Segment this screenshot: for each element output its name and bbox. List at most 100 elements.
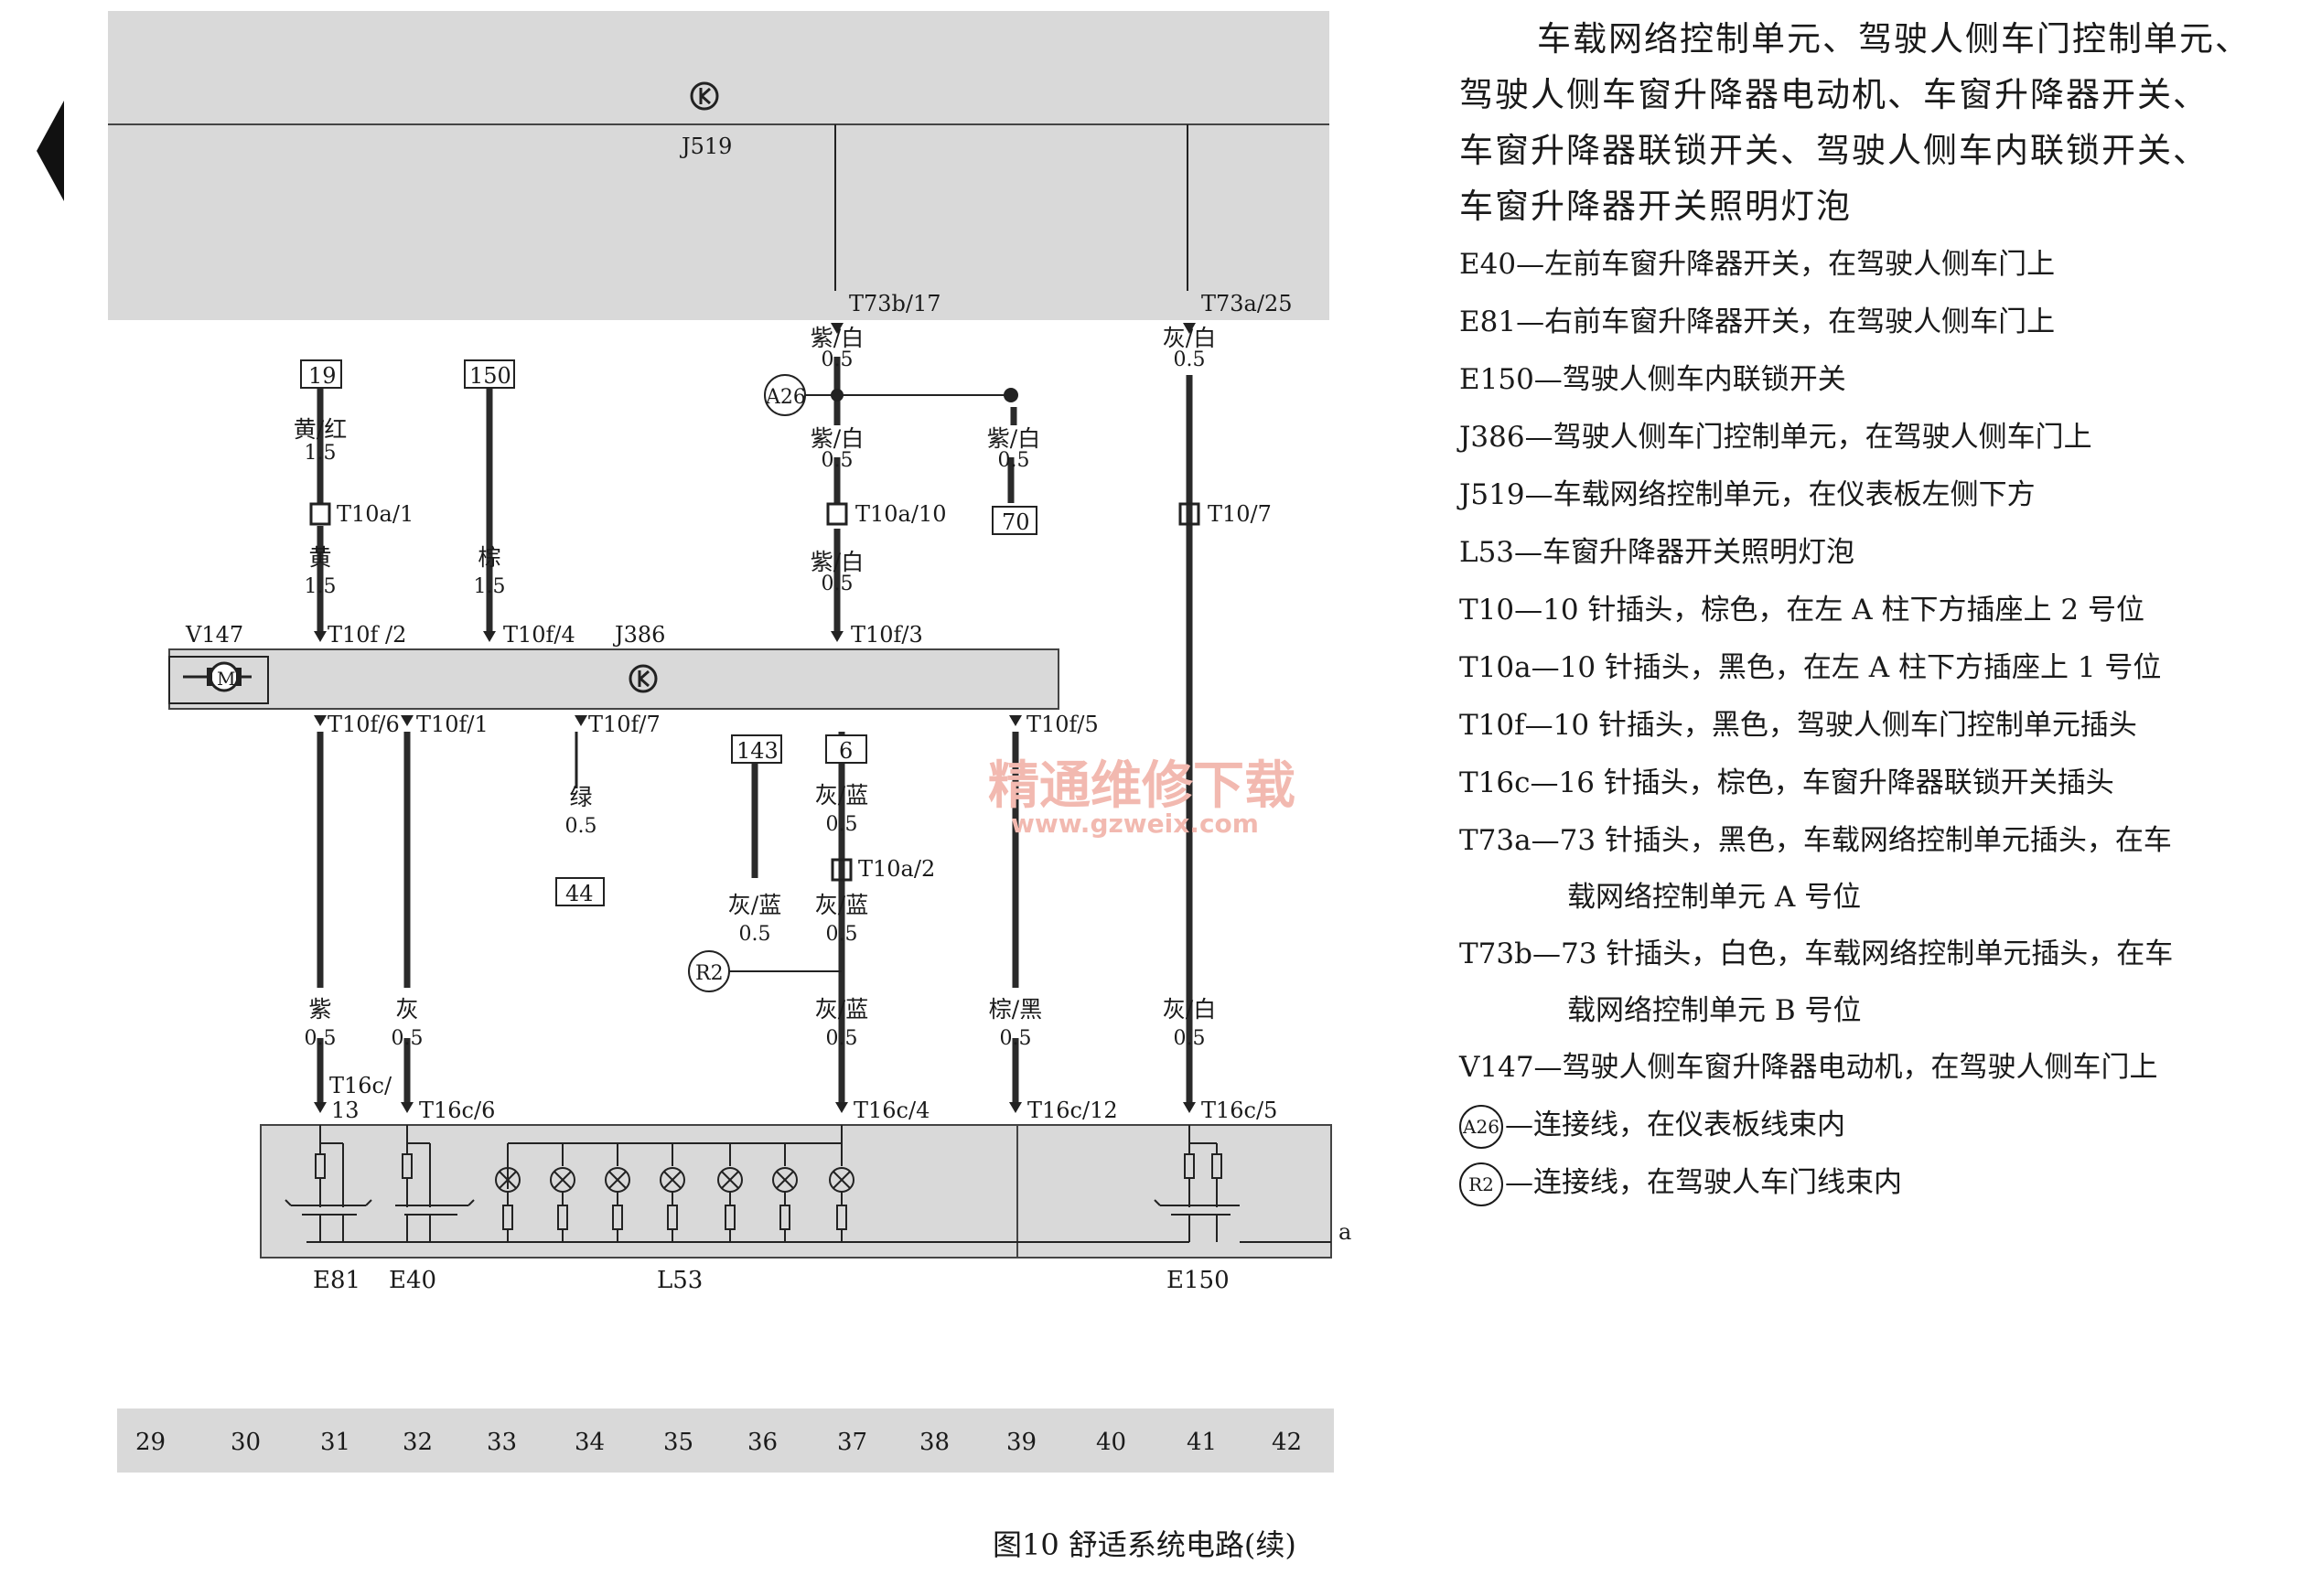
housing-connectors [309, 502, 1200, 882]
wire-size: 0.5 [1174, 1027, 1206, 1050]
wire-color: 棕/黑 [989, 996, 1042, 1023]
wire-size: 1.5 [305, 575, 337, 598]
grid-number: 33 [487, 1429, 517, 1456]
grid-number: 41 [1187, 1429, 1217, 1456]
wire-color: 黄/红 [294, 416, 347, 443]
legend-splice-r2: R2—连接线，在驾驶人车门线束内 [1459, 1154, 2292, 1212]
legend-line: T73b—73 针插头，白色，车载网络控制单元插头，在车 [1459, 937, 2174, 970]
j519-label: J519 [679, 134, 732, 159]
wire-color: 棕 [478, 544, 500, 571]
legend-item: E150—驾驶人侧车内联锁开关 [1459, 363, 1846, 396]
wire-size: 0.5 [1000, 1027, 1032, 1050]
j519-symbol-icon [690, 81, 719, 111]
ref-143: 143 [736, 738, 779, 764]
legend-item: J386—驾驶人侧车门控制单元，在驾驶人侧车门上 [1459, 421, 2092, 454]
connector-t10f-2: T10f /2 [328, 622, 406, 648]
grid-number: 36 [747, 1429, 778, 1456]
ref-70: 70 [1002, 509, 1030, 535]
splice-r2-icon: R2 [1459, 1162, 1503, 1206]
wire-color: 紫/白 [811, 549, 864, 575]
v147-label: V147 [185, 622, 243, 648]
legend-item: L53—车窗升降器开关照明灯泡 [1459, 536, 1855, 569]
grid-number: 40 [1096, 1429, 1126, 1456]
component-e40-label: E40 [389, 1267, 436, 1294]
legend-intro-line: 车窗升降器开关照明灯泡 [1459, 187, 1852, 226]
wire-size: 0.5 [822, 449, 854, 472]
wire-size: 0.5 [822, 348, 854, 371]
legend-intro-line: 驾驶人侧车窗升降器电动机、车窗升降器开关、 [1459, 75, 2209, 114]
switch-e81-icon [285, 1125, 372, 1242]
watermark-text: 精通维修下载 [988, 756, 1295, 816]
connector-t10f-4: T10f/4 [503, 622, 575, 648]
grid-number: 31 [320, 1429, 350, 1456]
wire-size: 0.5 [565, 815, 597, 838]
wire-size: 0.5 [392, 1027, 424, 1050]
wire-color: 黄 [308, 544, 331, 571]
connector-t16c-12: T16c/12 [1027, 1098, 1118, 1123]
wire-size: 0.5 [822, 573, 854, 595]
j519-block [108, 11, 1329, 320]
connector-t16c-6: T16c/6 [419, 1098, 495, 1123]
wire-size: 1.5 [305, 442, 337, 465]
legend-intro-line: 车窗升降器联锁开关、驾驶人侧车内联锁开关、 [1459, 131, 2209, 170]
connector-t73a-25: T73a/25 [1201, 291, 1292, 316]
figure-caption: 图10 舒适系统电路(续) [993, 1527, 1296, 1562]
connector-t10f-7: T10f/7 [588, 712, 661, 737]
grid-number-strip [117, 1409, 1334, 1473]
legend-line: 载网络控制单元 A 号位 [1567, 881, 1862, 914]
prev-page-arrow-icon[interactable] [37, 101, 64, 201]
ref-150: 150 [469, 363, 511, 389]
grid-number: 38 [919, 1429, 950, 1456]
grid-number: 35 [663, 1429, 693, 1456]
connector-t73b-17: T73b/17 [849, 291, 941, 316]
legend-item: T10a—10 针插头，黑色，在左 A 柱下方插座上 1 号位 [1459, 651, 2162, 684]
legend-item: T16c—16 针插头，棕色，车窗升降器联锁开关插头 [1459, 766, 2114, 799]
connector-t16c-13: T16c/ [329, 1073, 392, 1098]
connector-t10-7: T10/7 [1208, 501, 1272, 527]
ref-6: 6 [839, 738, 853, 764]
wire-size: 0.5 [1174, 348, 1206, 371]
connector-t10a-2: T10a/2 [858, 856, 935, 882]
component-e150-label: E150 [1166, 1267, 1230, 1294]
wire-color: 紫/白 [811, 425, 864, 452]
wire-color: 灰 [395, 996, 418, 1023]
grid-number: 29 [135, 1429, 166, 1456]
splice-r2-label: R2 [695, 962, 724, 985]
legend-item: E40—左前车窗升降器开关，在驾驶人侧车门上 [1459, 248, 2056, 281]
legend-item: T10f—10 针插头，黑色，驾驶人侧车门控制单元插头 [1459, 709, 2137, 742]
wire-color: 绿 [569, 784, 592, 810]
wire-color: 紫/白 [811, 325, 864, 351]
wires [317, 357, 1193, 1102]
legend-splice-a26: A26—连接线，在仪表板线束内 [1459, 1097, 2292, 1154]
wire-size: 0.5 [826, 923, 858, 946]
l53-lamp-array [306, 1125, 1189, 1243]
ref-19: 19 [308, 363, 337, 389]
legend-item: V147—驾驶人侧车窗升降器电动机，在驾驶人侧车门上 [1459, 1051, 2158, 1084]
legend-item-t73b: T73b—73 针插头，白色，车载网络控制单元插头，在车 载网络控制单元 B 号… [1459, 926, 2292, 1039]
component-legend: 车载网络控制单元、驾驶人侧车门控制单元、 驾驶人侧车窗升降器电动机、车窗升降器开… [1459, 11, 2292, 1212]
legend-splice-text: —连接线，在仪表板线束内 [1505, 1109, 1845, 1141]
grid-number: 30 [231, 1429, 261, 1456]
legend-item: T10—10 针插头，棕色，在左 A 柱下方插座上 2 号位 [1459, 594, 2144, 627]
bottom-component-block [260, 1124, 1332, 1259]
grid-numbers: 29 30 31 32 33 34 35 36 37 38 39 40 41 4… [135, 1429, 1302, 1456]
legend-item-t73a: T73a—73 针插头，黑色，车载网络控制单元插头，在车 载网络控制单元 A 号… [1459, 812, 2292, 926]
legend-line: 载网络控制单元 B 号位 [1567, 994, 1862, 1027]
j386-block [168, 648, 1059, 710]
ref-44: 44 [565, 881, 594, 906]
reference-boxes [300, 359, 1037, 906]
j386-label: J386 [612, 622, 665, 648]
wire-size: 0.5 [826, 1027, 858, 1050]
legend-splice-text: —连接线，在驾驶人车门线束内 [1505, 1166, 1902, 1199]
lamp-icon [495, 1143, 521, 1242]
wire-size: 0.5 [739, 923, 771, 946]
legend-item: J519—车载网络控制单元，在仪表板左侧下方 [1459, 478, 2036, 511]
switch-e150-icon [1154, 1125, 1240, 1242]
grid-number: 34 [575, 1429, 605, 1456]
lamp-icon [829, 1143, 854, 1242]
wire-size: 1.5 [474, 575, 506, 598]
wire-size: 0.5 [998, 449, 1030, 472]
wire-color: 灰/蓝 [815, 996, 868, 1023]
grid-number: 32 [403, 1429, 433, 1456]
legend-intro-line: 车载网络控制单元、驾驶人侧车门控制单元、 [1537, 19, 2251, 59]
